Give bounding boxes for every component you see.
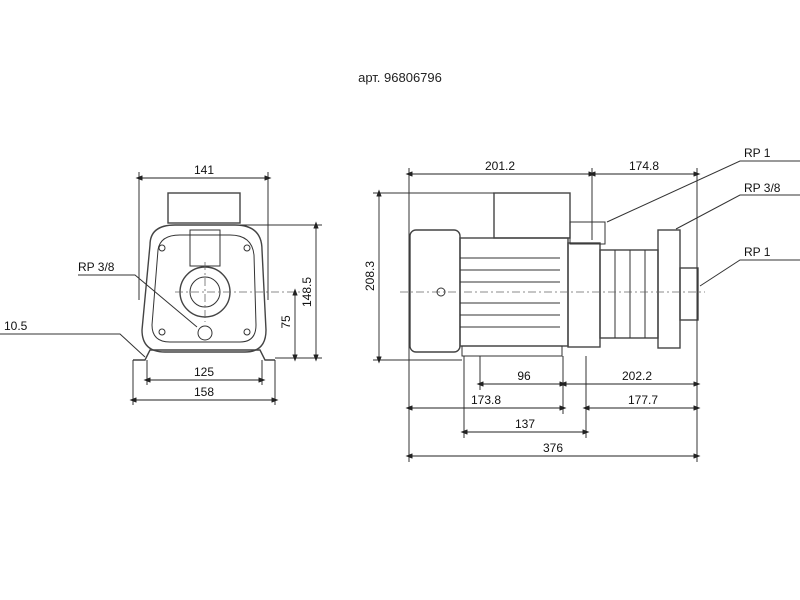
label-drain-rp-3-8: RP 3/8 <box>78 260 115 274</box>
dim-201-2: 201.2 <box>485 159 515 173</box>
dim-125: 125 <box>194 365 214 379</box>
dim-174-8: 174.8 <box>629 159 659 173</box>
label-outlet-rp-1: RP 1 <box>744 245 771 259</box>
pump-housing <box>141 224 267 353</box>
article-number-title: арт. 96806796 <box>358 70 442 85</box>
base-feet <box>133 349 275 361</box>
label-hole-10-5: 10.5 <box>4 319 28 333</box>
dim-96: 96 <box>517 369 531 383</box>
dim-208-3: 208.3 <box>363 261 377 291</box>
dim-177-7: 177.7 <box>628 393 658 407</box>
dim-141: 141 <box>194 163 214 177</box>
terminal-box <box>167 192 241 224</box>
dim-158: 158 <box>194 385 214 399</box>
front-view: 141 148.5 75 125 158 RP 3/8 10.5 <box>0 163 322 405</box>
dim-75: 75 <box>279 315 293 329</box>
outlet-nozzle <box>679 267 699 321</box>
dim-202-2: 202.2 <box>622 369 652 383</box>
pump-stages <box>599 249 659 339</box>
dim-376: 376 <box>543 441 563 455</box>
pump-head <box>567 242 601 348</box>
dim-148-5: 148.5 <box>300 277 314 307</box>
terminal-box-side <box>493 192 571 239</box>
end-cover <box>657 229 681 349</box>
label-inlet-rp-1: RP 1 <box>744 146 771 160</box>
fan-cover <box>409 229 461 353</box>
dim-173-8: 173.8 <box>471 393 501 407</box>
dim-137: 137 <box>515 417 535 431</box>
drain-plug <box>197 325 213 341</box>
label-vent-rp-3-8: RP 3/8 <box>744 181 781 195</box>
side-view: 201.2 174.8 208.3 96 202.2 173.8 177.7 1… <box>363 146 800 462</box>
